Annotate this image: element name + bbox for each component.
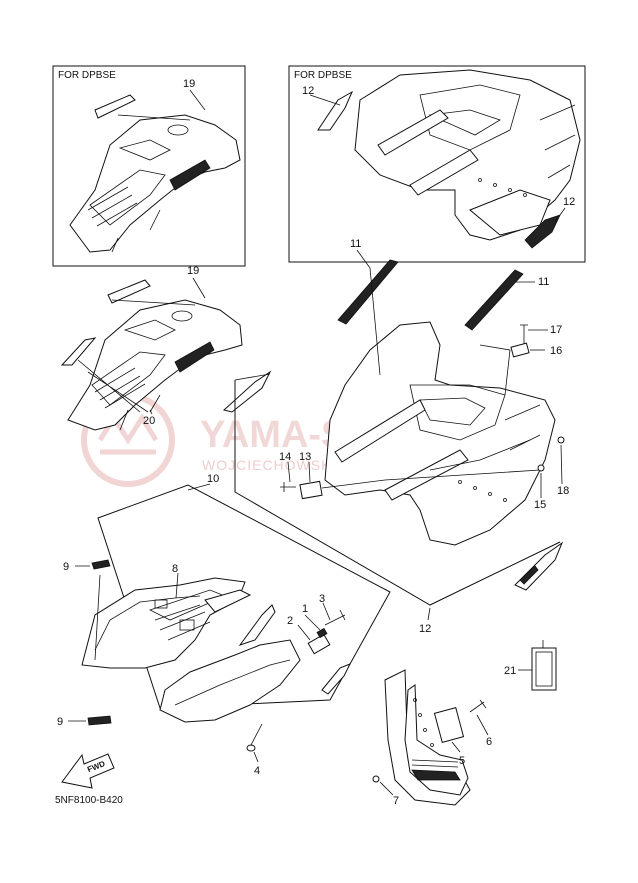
callout-12-inset-b: 12 xyxy=(563,196,575,208)
callout-9-b: 9 xyxy=(57,716,63,728)
callout-11-a: 11 xyxy=(350,238,361,250)
rear-fender-main xyxy=(324,321,556,546)
callout-8: 8 xyxy=(172,563,178,575)
fwd-arrow-icon: FWD xyxy=(61,753,115,789)
callout-3: 3 xyxy=(319,593,325,605)
callout-16: 16 xyxy=(550,345,562,357)
plate-16 xyxy=(510,342,530,358)
rear-fender-inset-right xyxy=(354,69,581,241)
callout-12: 12 xyxy=(419,623,431,635)
decal-12-inset-a xyxy=(317,90,354,131)
rear-mudflap xyxy=(384,669,471,806)
diagram-code: 5NF8100-B420 xyxy=(55,795,123,806)
nut-18 xyxy=(557,436,565,444)
rear-fender-inset-left xyxy=(69,94,241,253)
callout-20: 20 xyxy=(143,415,155,427)
callout-4: 4 xyxy=(254,765,260,777)
part-1 xyxy=(316,627,328,639)
decal-11-b xyxy=(464,269,524,331)
callout-21: 21 xyxy=(504,665,516,677)
callout-5: 5 xyxy=(459,755,465,767)
callout-10: 10 xyxy=(207,473,219,485)
callout-17: 17 xyxy=(550,324,562,336)
screw-14 xyxy=(280,482,296,492)
decal-sheet-outline-right xyxy=(234,380,561,606)
callout-12-inset-a: 12 xyxy=(302,85,314,97)
callout-1: 1 xyxy=(302,603,308,615)
front-lower-cover xyxy=(159,604,301,723)
bolt-3 xyxy=(324,609,346,626)
callout-11-b: 11 xyxy=(538,276,549,288)
nut-15 xyxy=(537,464,545,472)
nut-7 xyxy=(372,775,380,783)
inset-right-frame xyxy=(288,65,586,263)
plate-2 xyxy=(307,633,331,655)
plate-5 xyxy=(433,707,465,743)
decal-9-b xyxy=(87,715,112,726)
callout-6: 6 xyxy=(486,736,492,748)
front-panel-8 xyxy=(81,577,252,669)
decal-12-large xyxy=(514,541,564,591)
callout-2: 2 xyxy=(287,615,293,627)
inset-left-label: FOR DPBSE xyxy=(58,70,116,81)
callout-14: 14 xyxy=(279,451,291,463)
bolt-6 xyxy=(469,699,487,713)
tag-21 xyxy=(531,640,557,691)
callout-15: 15 xyxy=(534,499,546,511)
front-fender-19 xyxy=(60,279,243,431)
callout-19-inset: 19 xyxy=(183,78,195,90)
bolt-17 xyxy=(520,324,528,345)
callout-19: 19 xyxy=(187,265,199,277)
inset-right-label: FOR DPBSE xyxy=(294,70,352,81)
callout-13: 13 xyxy=(299,451,311,463)
decal-12-inset-b xyxy=(524,214,561,249)
callout-9-a: 9 xyxy=(63,561,69,573)
decal-small-front xyxy=(321,663,352,695)
plate-13 xyxy=(299,480,323,500)
decal-9-a xyxy=(91,559,111,570)
decal-sheet-outline xyxy=(97,484,391,709)
callout-7: 7 xyxy=(393,795,399,807)
inset-left: FOR DPBSE 19 xyxy=(52,65,246,267)
nut-4 xyxy=(246,744,256,752)
callout-18: 18 xyxy=(557,485,569,497)
inset-right: FOR DPBSE 12 12 xyxy=(288,65,586,263)
inset-left-frame xyxy=(52,65,246,267)
leader-19-inset xyxy=(117,114,191,121)
decal-11-a xyxy=(337,259,399,325)
